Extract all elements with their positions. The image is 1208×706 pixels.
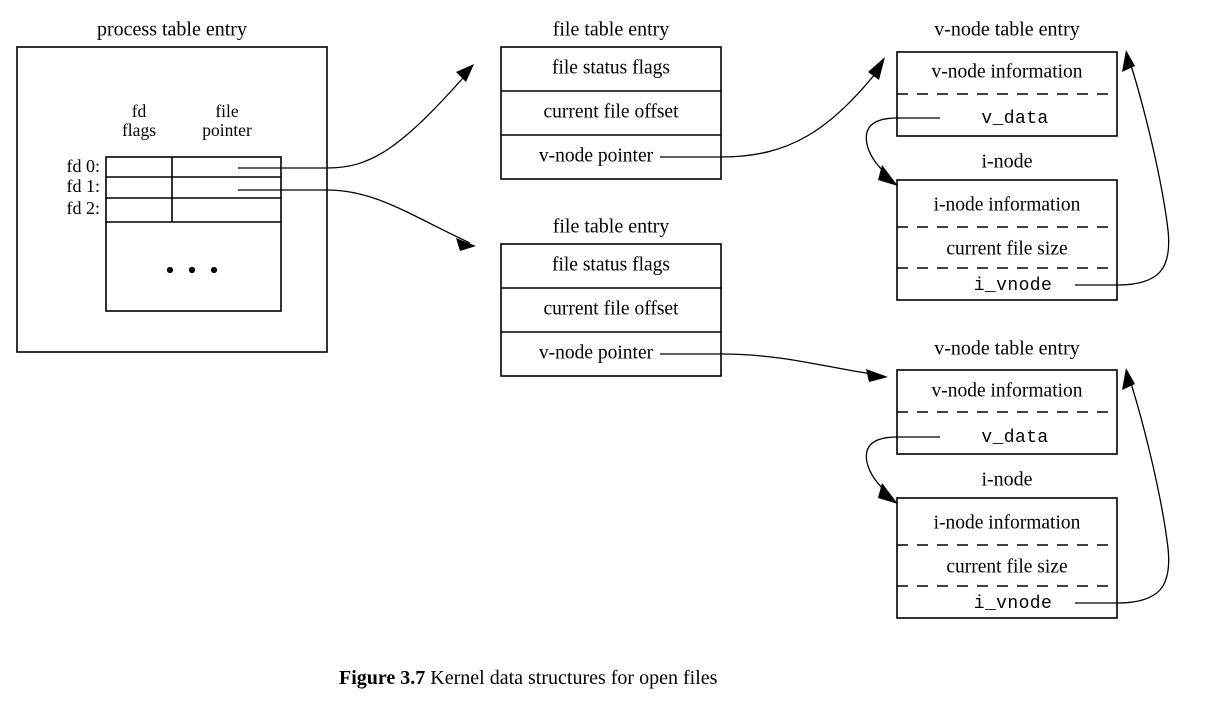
inode-group-1-row-2: i_vnode	[974, 594, 1052, 614]
vnode-group-0-title: v-node table entry	[934, 19, 1080, 41]
ellipsis-dot-3	[210, 266, 218, 274]
file-table-entry-1-row-2: v-node pointer	[539, 342, 654, 363]
file-table-1-to-vnode-1-connector	[720, 353, 873, 375]
process-table-title: process table entry	[97, 19, 247, 41]
figure-caption-text: Kernel data structures for open files	[430, 667, 717, 689]
vnode-1-vdata-to-inode-1-arrowhead	[878, 483, 898, 504]
inode-group-1-row-0: i-node information	[934, 512, 1081, 533]
fd-flags-header-line2: flags	[122, 120, 156, 140]
vnode-0-vdata-to-inode-0-arrowhead	[878, 165, 898, 186]
vnode-group-1-row-1: v_data	[981, 428, 1048, 448]
inode-group-1-title: i-node	[981, 469, 1032, 491]
inode-1-ivnode-to-vnode-1-arrowhead	[1122, 368, 1135, 390]
inode-group-0-box	[896, 179, 1118, 301]
file-table-entry-1-box	[500, 243, 722, 377]
file-table-0-to-vnode-0-connector	[720, 67, 881, 158]
figure-caption-label: Figure 3.7	[339, 667, 425, 689]
inode-group-0-row-2: i_vnode	[974, 276, 1052, 296]
inode-0-ivnode-to-vnode-0-arrowhead	[1122, 50, 1135, 72]
file-table-0-to-vnode-0-arrowhead	[868, 57, 885, 80]
ellipsis-dot-1	[166, 266, 174, 274]
fd-row-label-1: fd 1:	[67, 176, 101, 196]
inode-group-0-title: i-node	[981, 151, 1032, 173]
inode-group-1-row-1: current file size	[946, 556, 1067, 577]
file-table-entry-0-title: file table entry	[553, 19, 670, 41]
inode-group-0-row-0: i-node information	[934, 194, 1081, 215]
fd-flags-header-line1: fd	[132, 101, 147, 121]
file-table-entry-0-row-1: current file offset	[544, 101, 680, 122]
file-table-entry-0-row-0: file status flags	[552, 57, 670, 78]
file-table-entry-0-row-2: v-node pointer	[539, 145, 654, 166]
inode-group-0-row-1: current file size	[946, 238, 1067, 259]
fd-table-box	[105, 156, 282, 312]
inode-group-1-box	[896, 497, 1118, 619]
fd-row-label-2: fd 2:	[67, 198, 101, 218]
vnode-group-1-row-0: v-node information	[931, 380, 1082, 401]
fd1-to-file-table-1-arrowhead	[456, 238, 476, 251]
file-pointer-header-line2: pointer	[202, 120, 252, 140]
file-table-entry-1-row-0: file status flags	[552, 254, 670, 275]
fd0-to-file-table-0-connector	[326, 69, 471, 169]
ellipsis-dot-2	[188, 266, 196, 274]
inode-0-ivnode-to-vnode-0-connector	[1116, 61, 1170, 286]
process-table-outer-box	[16, 46, 328, 353]
file-table-1-to-vnode-1-arrowhead	[866, 369, 888, 382]
vnode-group-0-row-1: v_data	[981, 109, 1048, 129]
fd0-to-file-table-0-arrowhead	[456, 64, 474, 82]
file-table-entry-0-box	[500, 46, 722, 180]
figure-caption: Figure 3.7 Kernel data structures for op…	[339, 667, 718, 689]
vnode-group-0-row-0: v-node information	[931, 61, 1082, 82]
file-pointer-header-line1: file	[215, 101, 239, 121]
inode-1-ivnode-to-vnode-1-connector	[1116, 379, 1170, 604]
fd1-to-file-table-1-connector	[326, 189, 471, 244]
file-table-entry-1-title: file table entry	[553, 216, 670, 238]
file-table-entry-1-row-1: current file offset	[544, 298, 680, 319]
fd-row-label-0: fd 0:	[67, 156, 101, 176]
vnode-group-1-title: v-node table entry	[934, 338, 1080, 360]
